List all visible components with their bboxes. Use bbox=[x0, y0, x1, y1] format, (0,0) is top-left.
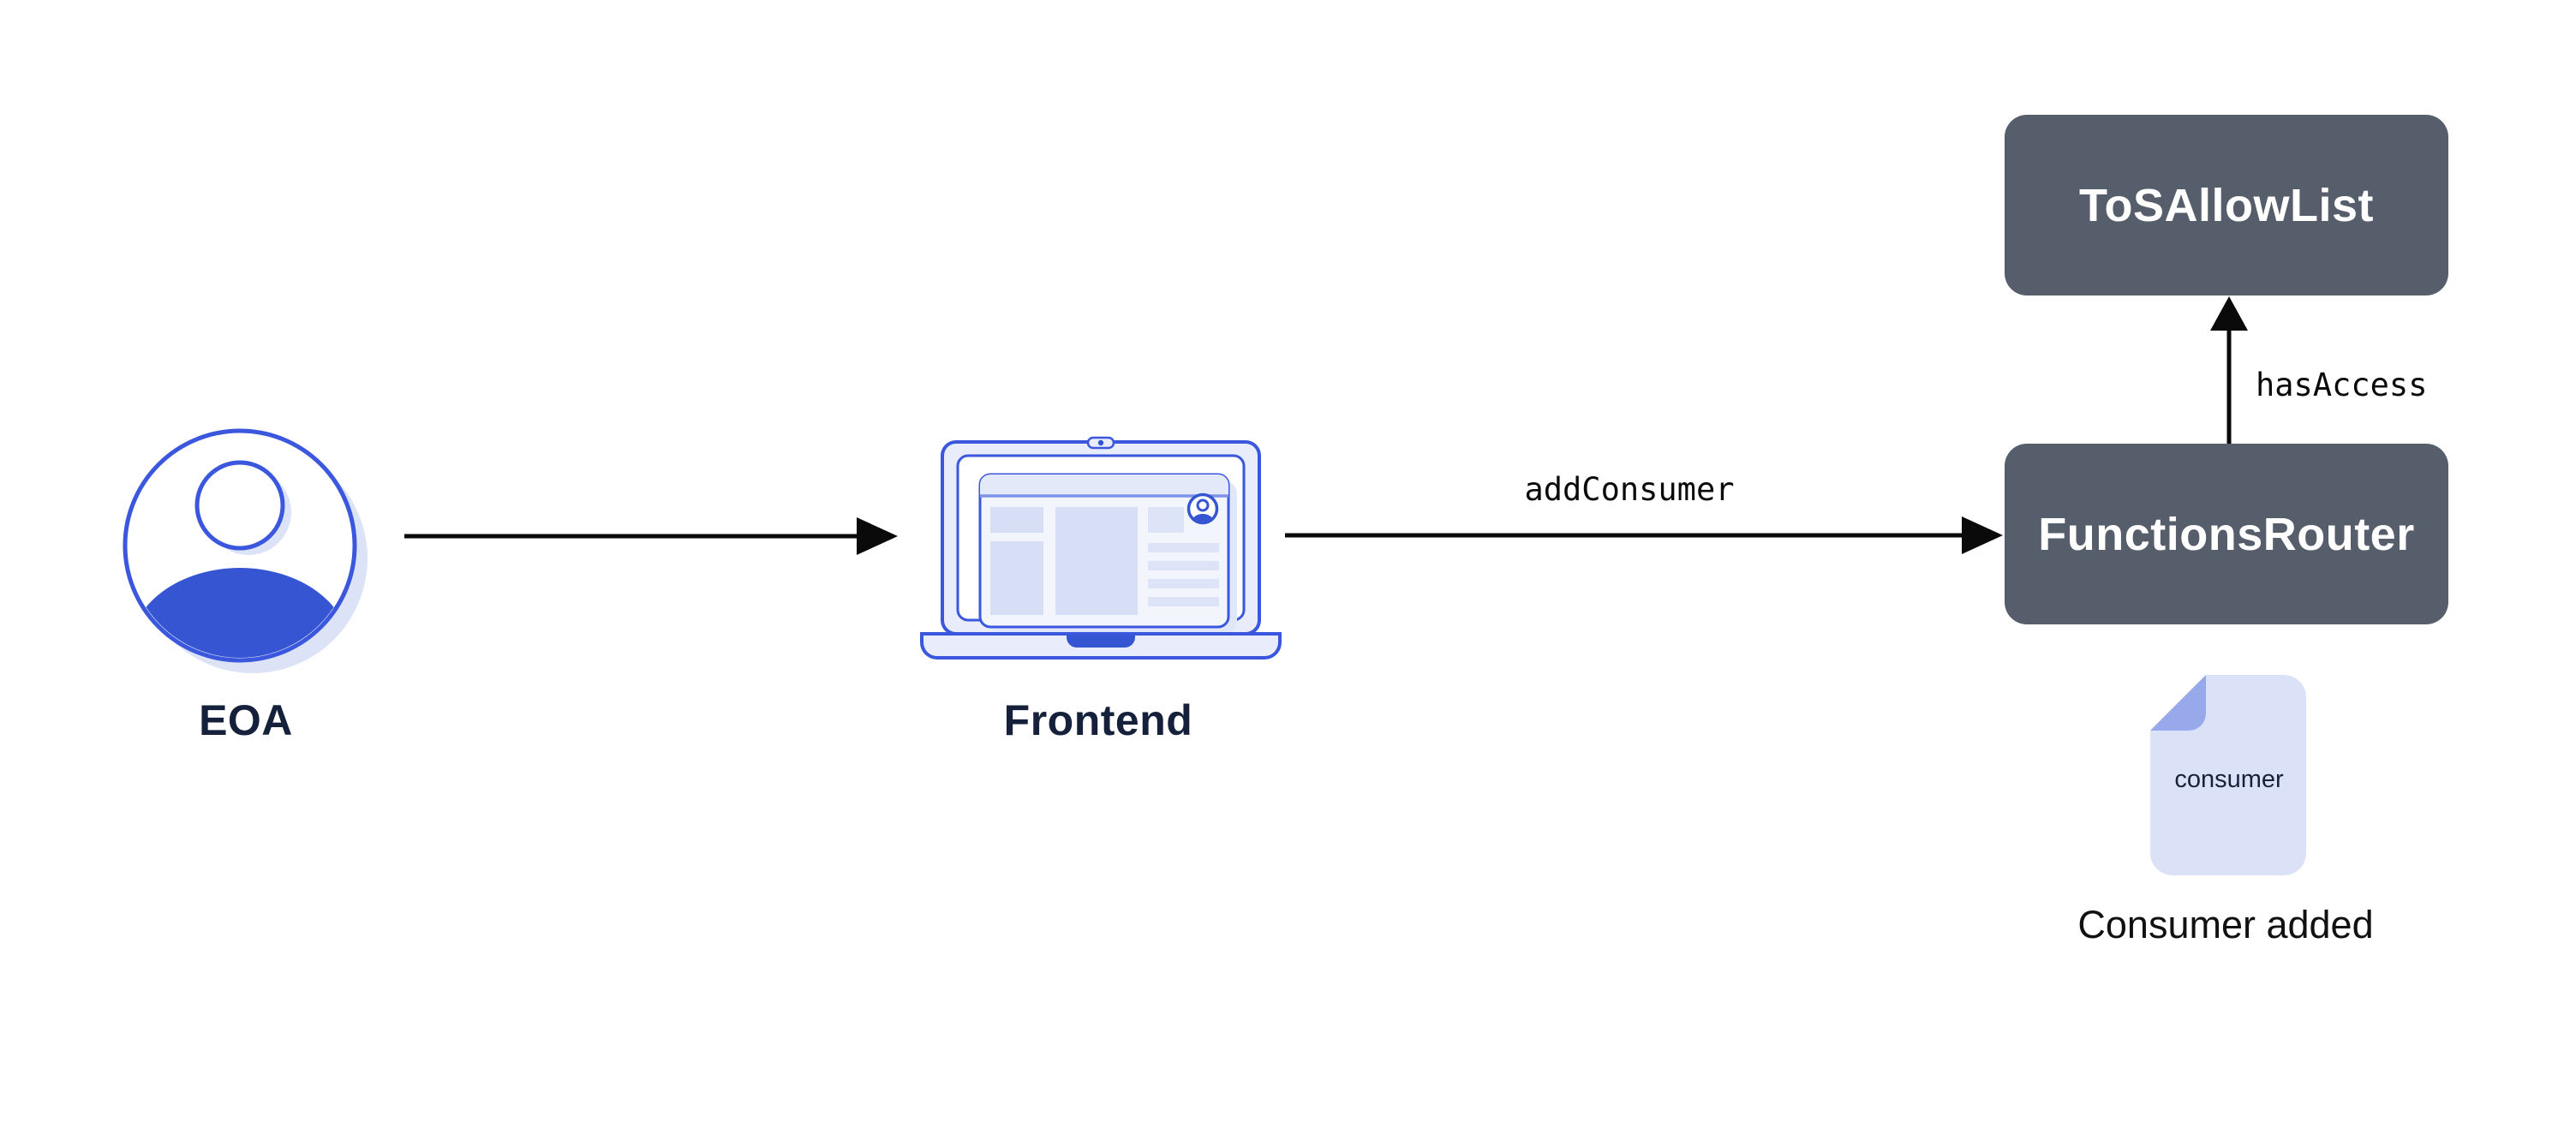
node-functions-router: FunctionsRouter bbox=[2005, 444, 2448, 624]
document-fold bbox=[2150, 675, 2206, 731]
placeholder-bar bbox=[1148, 597, 1219, 606]
laptop-notch bbox=[1067, 636, 1135, 648]
avatar-head bbox=[194, 460, 285, 551]
consumer-added-caption: Consumer added bbox=[2077, 903, 2374, 946]
node-tos-allow-list: ToSAllowList bbox=[2005, 115, 2448, 295]
document-icon bbox=[2150, 675, 2306, 875]
edge-label-addconsumer: addConsumer bbox=[1524, 471, 1735, 508]
browser-top-bar bbox=[980, 475, 1228, 495]
edge-label-hasaccess: hasAccess bbox=[2256, 367, 2428, 403]
functions-router-label: FunctionsRouter bbox=[2038, 508, 2415, 560]
user-avatar-icon bbox=[123, 428, 368, 673]
tos-allow-list-label: ToSAllowList bbox=[2079, 179, 2374, 231]
avatar-shoulders bbox=[130, 568, 350, 658]
placeholder-bar bbox=[1148, 561, 1219, 570]
document-text: consumer bbox=[2174, 766, 2284, 793]
placeholder-block bbox=[990, 541, 1043, 615]
eoa-label: EOA bbox=[199, 696, 293, 744]
placeholder-block bbox=[1148, 507, 1184, 533]
placeholder-bar bbox=[1148, 579, 1219, 588]
laptop-icon bbox=[920, 436, 1282, 660]
screen-user-icon bbox=[1186, 492, 1219, 525]
placeholder-block bbox=[990, 507, 1043, 533]
frontend-label: Frontend bbox=[1003, 696, 1193, 744]
arrow-frontend-to-router bbox=[1285, 516, 2003, 554]
arrow-eoa-to-frontend bbox=[404, 517, 898, 555]
placeholder-block bbox=[1055, 507, 1138, 615]
arrow-router-to-allowlist bbox=[2210, 296, 2248, 444]
placeholder-bar bbox=[1148, 543, 1219, 552]
